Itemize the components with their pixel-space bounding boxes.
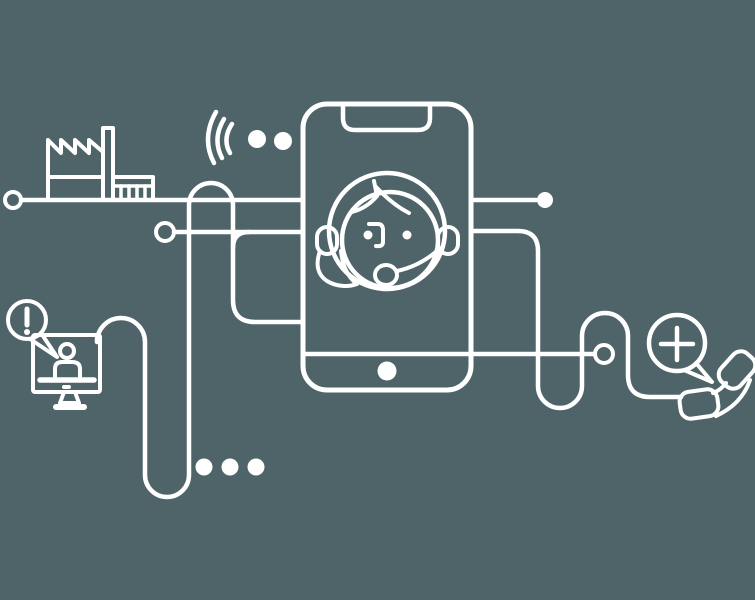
handset-handle-inner [711,381,728,395]
wire-ring-right [593,343,615,365]
exclamation-bubble-icon [6,299,59,359]
branch-corner [230,229,252,251]
handset-mouthpiece [677,387,721,421]
ground-wire [3,190,306,210]
support-agent-icon [315,170,460,292]
monitor-stand-neck [58,390,81,405]
dot [195,458,213,476]
loop-path [94,180,306,500]
loop-to-handset [468,228,684,411]
plus-sign [658,325,696,363]
exclamation-dot [24,329,30,335]
nose [367,222,385,249]
headset-earpiece-right [436,225,460,256]
dot [221,458,239,476]
wave-medium [215,116,227,161]
bubble-circle [6,299,48,341]
home-button [377,361,397,381]
mic-boom [395,248,440,273]
face-circle [339,189,441,291]
headset-earpiece-left [315,225,339,256]
hair-bangs [350,179,411,215]
eye-left [363,230,373,240]
phone-body [300,101,474,393]
smartphone-icon [300,101,474,393]
handset-handle-outer [714,378,752,418]
wire-ring-left [3,190,23,210]
connector-dots-bottom [195,458,265,476]
bubble-circle [646,312,708,374]
dot [247,458,265,476]
connector-dots-mid [248,130,292,150]
signal-waves-icon [205,109,235,166]
wave-large [205,109,219,166]
dot [274,132,292,150]
handset-icon [677,349,755,421]
eye-right [402,230,412,240]
factory-roof [46,138,105,202]
user-shoulders [53,360,82,379]
user-head [58,342,76,360]
monitor-screen [31,333,102,394]
factory-icon [46,126,155,202]
bubble-tail [682,361,714,384]
factory-gate-slats [119,184,147,200]
plus-bubble-icon [646,312,714,384]
monitor-alert-icon [6,299,102,410]
hair-swoosh [315,249,359,288]
microphone [373,263,399,287]
right-wires [302,192,684,411]
wave-small [224,121,235,156]
bubble-tail [28,331,59,359]
left-loop-wire [94,180,306,500]
dot [248,130,266,148]
factory-chimney [101,126,115,202]
phone-notch [340,104,433,133]
factory-annex [111,175,155,202]
terminal-dot [537,192,553,208]
wire-ring-mid [154,221,176,243]
